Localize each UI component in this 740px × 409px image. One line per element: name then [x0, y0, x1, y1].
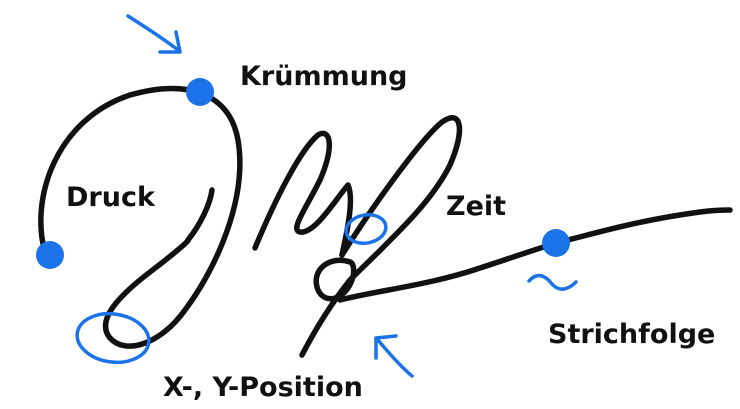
signature-stroke-hook — [185, 187, 215, 243]
zeit-marker-ellipse — [344, 213, 388, 245]
kruemmung-marker-dot — [186, 78, 214, 106]
druck-marker-dot — [36, 241, 64, 269]
kruemmung-label: Krümmung — [240, 61, 408, 92]
arrow-icon-bottom — [374, 334, 414, 378]
strichfolge-marker-dot — [542, 229, 570, 257]
signature-stroke-small-loop — [313, 257, 357, 302]
druck-label: Druck — [66, 182, 155, 213]
xy-position-label: X-, Y-Position — [163, 372, 363, 403]
signature-stroke-loop — [38, 85, 243, 349]
tilde-icon — [527, 273, 578, 291]
signature-stroke-middle — [252, 130, 354, 258]
xy-position-marker-ellipse — [75, 311, 151, 365]
zeit-label: Zeit — [446, 191, 507, 222]
signature-stroke-tail — [337, 207, 733, 303]
strichfolge-label: Strichfolge — [548, 319, 716, 350]
arrow-icon-top — [126, 14, 182, 54]
